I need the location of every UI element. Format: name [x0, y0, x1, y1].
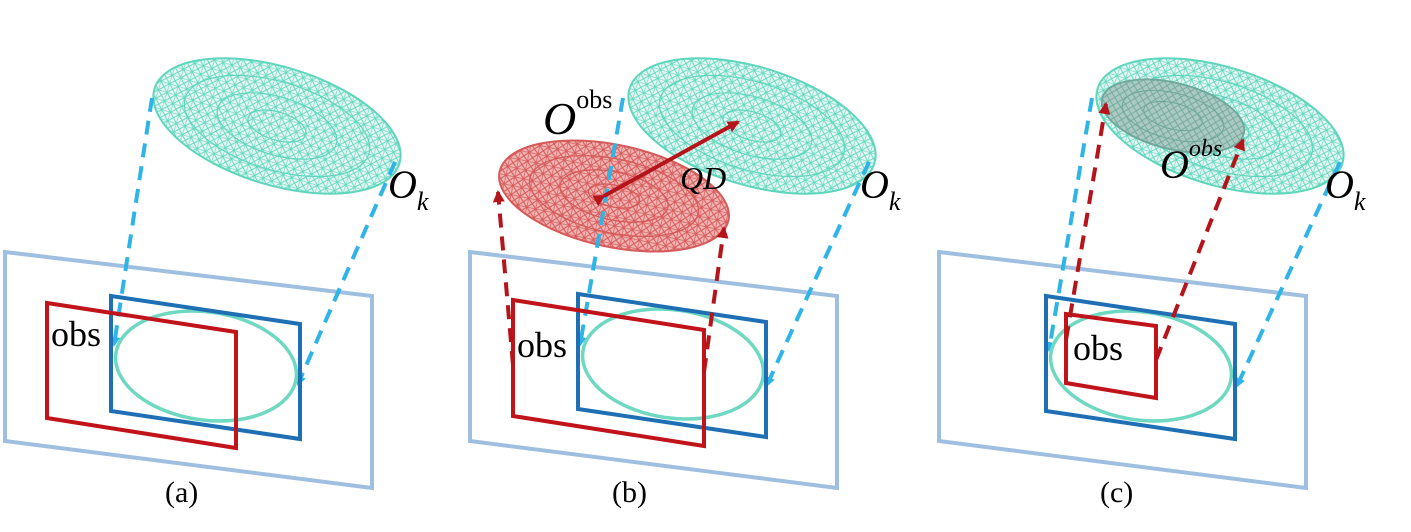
projection-ray-a-right — [296, 161, 397, 386]
caption-b: (b) — [612, 476, 647, 509]
object-label-a: Ok — [388, 162, 429, 216]
observation-bbox-b — [511, 297, 706, 449]
qd-label-b: QD — [680, 160, 726, 196]
projection-ray-c-right — [1235, 161, 1342, 388]
image-plane-b — [468, 249, 839, 491]
panel-c: obs Oobs Ok (c) — [937, 57, 1366, 509]
object-ellipsoid-a — [152, 57, 402, 195]
projection-ray-b-right — [765, 161, 871, 387]
projection-ray-a-left — [110, 97, 154, 347]
caption-c: (c) — [1100, 476, 1133, 509]
projection-ray-b-left — [576, 97, 625, 347]
qd-arrow-b — [592, 120, 740, 207]
panel-a: obs Ok (a) — [3, 57, 429, 509]
obs-label-b: obs — [517, 325, 567, 365]
obs-label-c: obs — [1073, 328, 1123, 368]
obs-label-a: obs — [51, 314, 101, 354]
observation-ray-b-left — [492, 190, 515, 366]
projected-bbox-a — [109, 293, 302, 442]
object-label-b: Ok — [860, 162, 901, 216]
panel-b: obs Oobs QD Ok (b) — [468, 57, 901, 509]
observation-bbox-c — [1064, 311, 1158, 401]
projection-ray-c-left — [1045, 97, 1094, 352]
image-plane-a — [3, 249, 374, 491]
object-label-c: Ok — [1325, 162, 1366, 216]
observation-ray-c-left — [1064, 102, 1111, 341]
observation-ray-c-right — [1154, 138, 1245, 361]
observation-bbox-a — [45, 300, 238, 451]
observed-ellipsoid-c — [1100, 78, 1246, 154]
projected-bbox-b — [576, 291, 768, 440]
observation-ray-b-right — [702, 226, 729, 373]
observed-label-b: Oobs — [543, 85, 612, 144]
observed-label-c: Oobs — [1160, 136, 1222, 187]
image-plane-c — [937, 249, 1308, 491]
caption-a: (a) — [165, 476, 198, 509]
